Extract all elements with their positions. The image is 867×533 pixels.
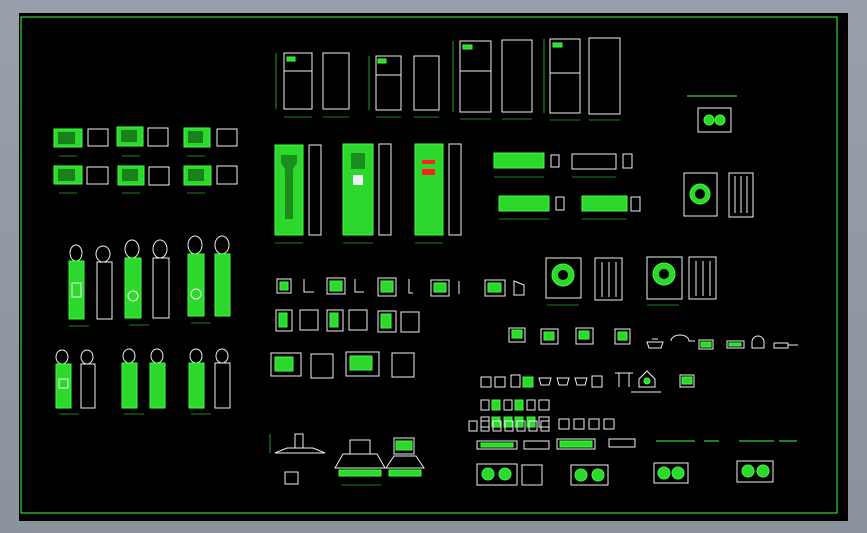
refrigerator-symbols — [275, 37, 621, 121]
gas-cooktop-symbols — [476, 438, 797, 486]
tall-appliance-symbols — [274, 143, 462, 244]
water-dispenser-symbols — [55, 235, 231, 409]
air-conditioner-symbols — [493, 152, 641, 220]
kitchenware-symbols — [468, 327, 798, 432]
range-hood-symbols — [269, 433, 425, 486]
small-appliance-symbols — [270, 277, 525, 379]
drawing-frame — [20, 16, 838, 514]
drawing-svg — [20, 16, 838, 514]
microwave-oven-symbols — [53, 126, 238, 186]
washing-machine-symbols — [545, 95, 754, 301]
annotation-marks — [59, 155, 679, 415]
drawing-canvas[interactable] — [19, 13, 848, 521]
